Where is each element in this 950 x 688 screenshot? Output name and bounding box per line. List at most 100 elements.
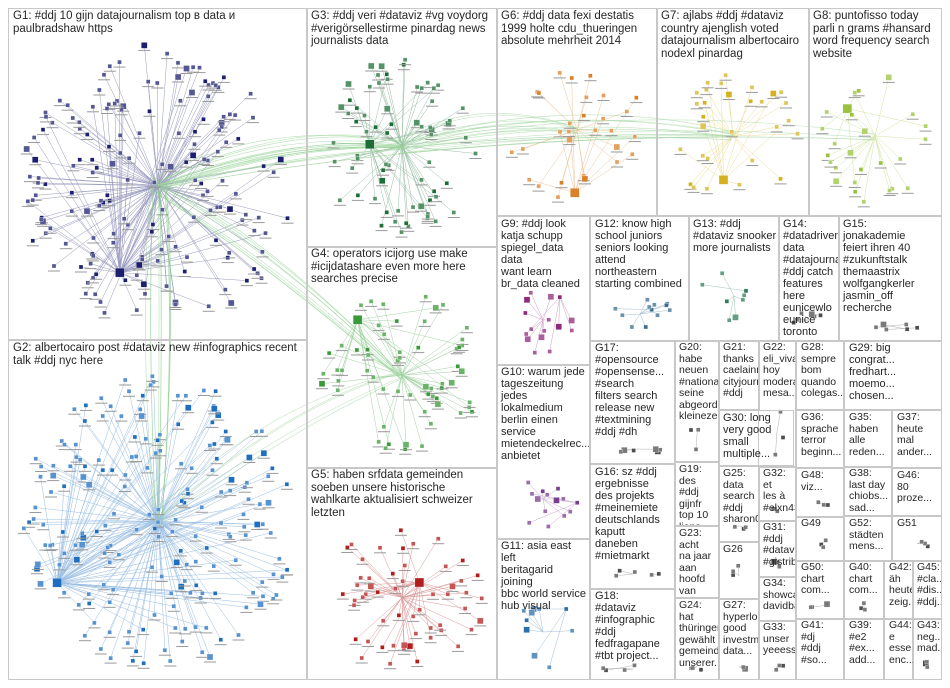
group-label: G26 xyxy=(723,544,757,556)
group-label: G51 xyxy=(897,518,939,530)
group-label: G49 xyxy=(801,518,841,530)
group-cell-g39: G39: #e2 #ex... add... xyxy=(844,618,884,680)
group-label: G8: puntofisso today parli n grams #hans… xyxy=(813,10,939,60)
group-label: G22: eli_vivas hoy moderado mesa... xyxy=(763,342,793,400)
group-label: G11: asia east left beritagarid joining … xyxy=(501,540,587,612)
group-cell-g23: G23: acht na jaar aan hoofd van europese… xyxy=(674,526,720,598)
group-label: G38: last day chiobs... sad... xyxy=(849,468,889,514)
group-cell-g29: G29: big congrat... fredhart... moemo...… xyxy=(844,340,942,410)
group-label: G12: know high school juniors seniors lo… xyxy=(595,218,687,290)
group-label: G28: sempre bom quando colegas... xyxy=(801,342,841,400)
group-cell-g5: G5: haben srfdata gemeinden soeben unser… xyxy=(306,467,498,680)
group-label: G14: #datadrivento data #datajournalism … xyxy=(783,218,837,338)
group-label: G18: #dataviz #infographic #ddj fedfraga… xyxy=(595,590,673,662)
group-label: G27: hyperloo... good investm... data... xyxy=(723,600,757,658)
group-cell-g42: G42: äh heute zeig... xyxy=(884,560,914,620)
group-label: G15: jonakademie feiert ihren 40 #zukunf… xyxy=(843,218,939,314)
group-label: G36: sprache terror beginn... xyxy=(801,412,841,458)
group-cell-g19: G19: des #ddj gijnfr top 10 liens data j… xyxy=(674,462,720,526)
group-label: G41: #dj #ddj #so... xyxy=(801,620,841,666)
group-cell-g6: G6: #ddj data fexi destatis 1999 holte c… xyxy=(496,8,658,216)
group-cell-g38: G38: last day chiobs... sad... xyxy=(844,466,892,516)
group-cell-g44: G44: e esse enc... xyxy=(884,618,914,680)
group-label: G13: #ddj #dataviz snooker more journali… xyxy=(693,218,777,254)
group-label: G31: #ddj #dataviz #gistrib... xyxy=(763,522,793,568)
group-cell-g7: G7: ajlabs #ddj #dataviz country ajengli… xyxy=(656,8,810,216)
group-cell-g10: G10: warum jede tageszeitung jedes lokal… xyxy=(496,364,590,540)
group-cell-g15: G15: jonakademie feiert ihren 40 #zukunf… xyxy=(838,216,942,342)
group-cell-g4: G4: operators icijorg use make #icijdata… xyxy=(306,246,498,469)
group-label: G43: neg... mad... xyxy=(917,620,939,655)
group-label: G17: #opensource #opensense... #search f… xyxy=(595,342,673,438)
group-cell-g28: G28: sempre bom quando colegas... xyxy=(796,340,844,410)
group-cell-g40: G40: chart com... xyxy=(844,560,884,620)
group-cell-g27: G27: hyperloo... good investm... data... xyxy=(718,598,760,680)
group-label: G2: albertocairo post #dataviz new #info… xyxy=(13,342,305,367)
group-label: G46: 80 proze... xyxy=(897,470,939,505)
group-cell-g8: G8: puntofisso today parli n grams #hans… xyxy=(808,8,942,216)
group-cell-g49: G49 xyxy=(796,516,844,562)
group-cell-g3: G3: #ddj veri #dataviz #vg voydorg #veri… xyxy=(306,8,498,248)
group-label: G16: sz #ddj ergebnisse des projekts #me… xyxy=(595,466,673,562)
group-cell-g2: G2: albertocairo post #dataviz new #info… xyxy=(8,340,308,680)
group-cell-g41: G41: #dj #ddj #so... xyxy=(796,618,844,680)
group-cell-g12: G12: know high school juniors seniors lo… xyxy=(590,216,690,342)
group-cell-g34: G34: showca... davidba... xyxy=(758,576,796,622)
group-cell-g17: G17: #opensource #opensense... #search f… xyxy=(590,340,676,464)
group-label: G42: äh heute zeig... xyxy=(889,562,911,608)
group-label: G1: #ddj 10 gijn datajournalism top в da… xyxy=(13,10,305,35)
group-label: G19: des #ddj gijnfr top 10 liens data j… xyxy=(679,464,717,526)
group-label: G48: viz... xyxy=(801,470,841,493)
group-cell-g18: G18: #dataviz #infographic #ddj fedfraga… xyxy=(590,588,676,680)
group-label: G37: heute mal ander... xyxy=(897,412,939,458)
group-label: G10: warum jede tageszeitung jedes lokal… xyxy=(501,366,587,462)
group-label: G9: #ddj look katja schupp spiegel_data … xyxy=(501,218,587,290)
group-label: G44: e esse enc... xyxy=(889,620,911,666)
group-label: G4: operators icijorg use make #icijdata… xyxy=(311,248,495,286)
group-cell-g32: G32: et les à #elxn43... xyxy=(758,466,796,522)
group-label: G6: #ddj data fexi destatis 1999 holte c… xyxy=(501,10,655,48)
group-label: G25: data search #ddj sharon0... xyxy=(723,468,757,526)
group-label: G21: thanks caelainnb... cityjournal... … xyxy=(723,342,757,400)
group-label: G24: hat thüringen gewählt gemeind... un… xyxy=(679,600,717,669)
group-cell-g50: G50: chart com... xyxy=(796,560,844,620)
group-label: G29: big congrat... fredhart... moemo...… xyxy=(849,342,939,402)
group-label: G33: unser yeeesss... xyxy=(763,622,793,657)
group-cell-g46: G46: 80 proze... xyxy=(892,468,942,516)
group-label: G20: habe neuen #national... seine abgeo… xyxy=(679,342,717,423)
group-cell-g31: G31: #ddj #dataviz #gistrib... xyxy=(758,520,796,578)
group-cell-g1: G1: #ddj 10 gijn datajournalism top в da… xyxy=(8,8,308,340)
group-label: G32: et les à #elxn43... xyxy=(763,468,793,514)
group-cell-g35: G35: haben alle reden... xyxy=(844,410,892,468)
group-label: G5: haben srfdata gemeinden soeben unser… xyxy=(311,469,495,519)
group-cell-g48: G48: viz... xyxy=(796,468,844,518)
group-label: G50: chart com... xyxy=(801,562,841,597)
group-cell-g36: G36: sprache terror beginn... xyxy=(796,410,844,468)
group-label: G52: städten mens... xyxy=(849,518,889,553)
group-cell-g45: G45: #cla... #dis... #ddj... xyxy=(912,560,942,620)
group-cell-g20: G20: habe neuen #national... seine abgeo… xyxy=(674,340,720,462)
group-label: G39: #e2 #ex... add... xyxy=(849,620,881,666)
group-cell-g25: G25: data search #ddj sharon0... xyxy=(718,466,760,542)
group-cell-g16: G16: sz #ddj ergebnisse des projekts #me… xyxy=(590,464,676,590)
group-label: G30: long very good small multiple... xyxy=(723,412,791,460)
group-cell-g37: G37: heute mal ander... xyxy=(892,410,942,468)
group-cell-g30: G30: long very good small multiple... xyxy=(718,410,794,466)
group-cell-g13: G13: #ddj #dataviz snooker more journali… xyxy=(688,216,780,342)
group-label: G34: showca... davidba... xyxy=(763,578,793,613)
group-label: G45: #cla... #dis... #ddj... xyxy=(917,562,939,608)
group-label: G40: chart com... xyxy=(849,562,881,597)
group-cell-g26: G26 xyxy=(718,542,760,600)
group-cell-g14: G14: #datadrivento data #datajournalism … xyxy=(778,216,840,342)
group-cell-g43: G43: neg... mad... xyxy=(912,618,942,680)
group-cell-g51: G51 xyxy=(892,516,942,562)
group-label: G3: #ddj veri #dataviz #vg voydorg #veri… xyxy=(311,10,495,48)
group-label: G35: haben alle reden... xyxy=(849,412,889,458)
group-label: G23: acht na jaar aan hoofd van europese… xyxy=(679,528,717,598)
group-cell-g33: G33: unser yeeesss... xyxy=(758,620,796,680)
group-cell-g9: G9: #ddj look katja schupp spiegel_data … xyxy=(496,216,590,366)
group-cell-g21: G21: thanks caelainnb... cityjournal... … xyxy=(718,340,760,410)
group-label: G7: ajlabs #ddj #dataviz country ajengli… xyxy=(661,10,807,60)
group-cell-g52: G52: städten mens... xyxy=(844,516,892,562)
group-cell-g11: G11: asia east left beritagarid joining … xyxy=(496,538,590,680)
